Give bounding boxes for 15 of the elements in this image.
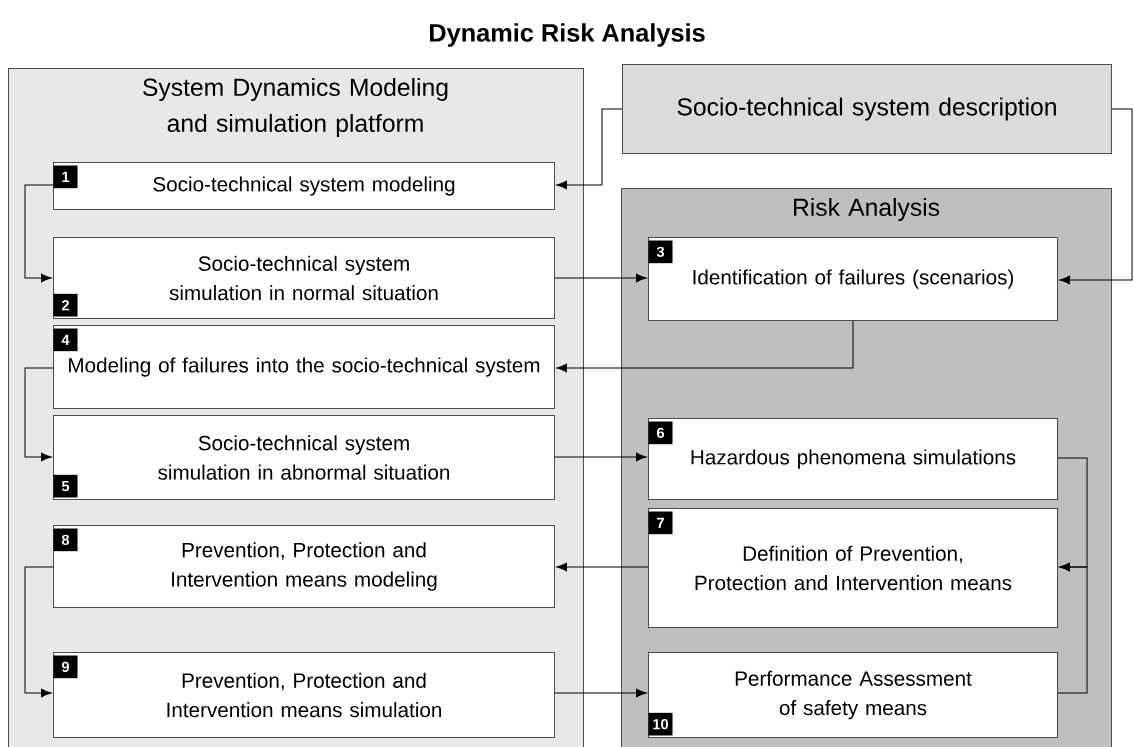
arrow (24, 184, 54, 283)
title: Dynamic Risk Analysis (430, 23, 705, 47)
description-box: Socio-technical system description (622, 64, 1112, 154)
arrow (554, 452, 647, 462)
arrow (556, 562, 649, 572)
arrow (1057, 562, 1088, 694)
arrow (554, 273, 647, 283)
arrow (556, 320, 854, 373)
arrow (24, 367, 54, 462)
panel-heading: System Dynamics Modeling and simulation platform (143, 77, 448, 137)
arrow (24, 566, 54, 698)
arrow (554, 688, 647, 698)
panel-heading: Risk Analysis (794, 197, 940, 221)
arrow (556, 108, 623, 190)
arrow (1059, 108, 1133, 285)
